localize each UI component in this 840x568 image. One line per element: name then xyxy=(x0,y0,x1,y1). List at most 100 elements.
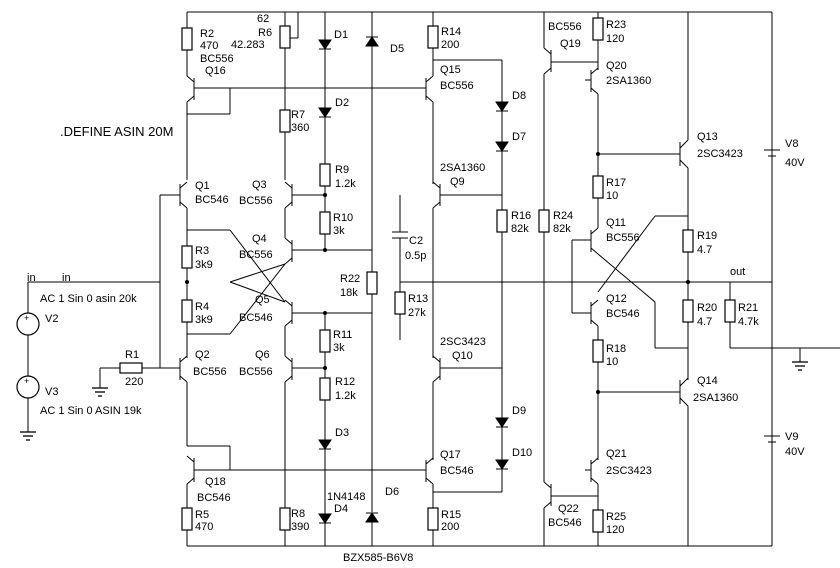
label-r4: R4 xyxy=(195,301,209,313)
label-r17: R17 xyxy=(606,177,626,189)
resistor-r9 xyxy=(319,163,331,187)
value-r25: 120 xyxy=(606,524,624,536)
label-r18: R18 xyxy=(606,343,626,355)
model-q9: 2SA1360 xyxy=(440,162,485,174)
value-r16: 82k xyxy=(511,223,529,235)
label-r7: R7 xyxy=(291,109,305,121)
zener-d6 xyxy=(365,512,379,523)
diode-d9 xyxy=(495,417,509,428)
resistor-r7 xyxy=(279,109,291,133)
label-d3: D3 xyxy=(335,427,349,439)
value-r10: 3k xyxy=(333,225,345,237)
value-r13: 27k xyxy=(408,307,426,319)
resistor-r3 xyxy=(181,245,193,269)
svg-text:+: + xyxy=(24,376,29,386)
label-q1: Q1 xyxy=(195,180,210,192)
resistor-r20 xyxy=(682,299,694,323)
resistor-r25 xyxy=(592,509,604,533)
label-r5: R5 xyxy=(195,509,209,521)
model-q15: BC556 xyxy=(440,80,474,92)
label-r15: R15 xyxy=(441,509,461,521)
label-q11: Q11 xyxy=(606,217,626,229)
resistor-r12 xyxy=(319,377,331,401)
value-r1: 220 xyxy=(125,376,143,388)
label-q4: Q4 xyxy=(252,233,267,245)
label-q17: Q17 xyxy=(440,449,461,461)
svg-text:+: + xyxy=(24,313,29,323)
label-r12: R12 xyxy=(335,376,355,388)
label-r21: R21 xyxy=(738,302,758,314)
net-out: out xyxy=(730,266,745,278)
label-q20: Q20 xyxy=(606,60,627,72)
diode-d2 xyxy=(318,107,332,118)
label-v3: V3 xyxy=(45,386,58,398)
label-r11: R11 xyxy=(333,329,352,341)
zener-model-label: BZX585-B6V8 xyxy=(343,552,413,564)
resistor-r8 xyxy=(279,507,291,531)
label-v2: V2 xyxy=(45,313,58,325)
resistor-r2 xyxy=(181,27,193,51)
value-c2: 0.5p xyxy=(405,250,426,262)
label-r10: R10 xyxy=(333,212,353,224)
net-in-left: in xyxy=(27,272,36,284)
label-q15: Q15 xyxy=(440,64,461,76)
label-r6: R6 xyxy=(258,27,272,39)
label-q5: Q5 xyxy=(255,294,270,306)
value-r20: 4.7 xyxy=(697,316,712,328)
value-r12: 1.2k xyxy=(335,390,356,402)
value-r7: 360 xyxy=(291,122,309,134)
value-r18: 10 xyxy=(606,356,618,368)
model-q13: 2SC3423 xyxy=(697,148,743,160)
resistor-r19 xyxy=(682,229,694,253)
model-q10: 2SC3423 xyxy=(440,336,486,348)
value-r2: 470 xyxy=(200,40,218,52)
label-r22: R22 xyxy=(340,273,360,285)
label-d7: D7 xyxy=(512,131,526,143)
resistor-r16 xyxy=(496,209,508,233)
model-q3: BC556 xyxy=(239,195,273,207)
value-r15: 200 xyxy=(441,521,459,533)
rail-wires xyxy=(187,11,773,547)
label-q18: Q18 xyxy=(205,476,226,488)
value-v8: 40V xyxy=(785,157,805,169)
model-q20: 2SA1360 xyxy=(606,75,651,87)
spice-directive: .DEFINE ASIN 20M xyxy=(60,124,173,139)
model-q4: BC556 xyxy=(239,249,273,261)
model-q6: BC556 xyxy=(239,366,273,378)
diode-d7 xyxy=(495,141,509,152)
label-d4: D4 xyxy=(334,503,348,515)
value-v3: AC 1 Sin 0 ASIN 19k xyxy=(40,405,142,417)
resistor-r18 xyxy=(592,339,604,363)
label-d10: D10 xyxy=(512,447,532,459)
model-q16-line: BC556 xyxy=(200,53,234,65)
resistor-r10 xyxy=(319,211,331,235)
bias-network xyxy=(187,12,379,546)
extra-r6: 62 xyxy=(257,13,269,25)
input-section: + + xyxy=(16,281,165,441)
label-q9: Q9 xyxy=(450,176,465,188)
net-in-mid: in xyxy=(62,272,71,284)
label-v9: V9 xyxy=(785,431,798,443)
value-r14: 200 xyxy=(441,39,459,51)
label-r3: R3 xyxy=(195,245,209,257)
label-c2: C2 xyxy=(409,235,423,247)
value-v9: 40V xyxy=(785,446,805,458)
value-r9: 1.2k xyxy=(335,178,356,190)
model-q17: BC546 xyxy=(440,465,474,477)
model-q11: BC556 xyxy=(606,232,640,244)
label-r24: R24 xyxy=(553,210,573,222)
label-q19: Q19 xyxy=(560,38,581,50)
model-q5: BC546 xyxy=(239,312,273,324)
value-r4: 3k9 xyxy=(195,314,213,326)
value-r3: 3k9 xyxy=(195,259,213,271)
model-q22: BC546 xyxy=(548,517,582,529)
label-r16: R16 xyxy=(511,210,531,222)
resistor-r21 xyxy=(724,299,736,323)
model-q1: BC546 xyxy=(195,194,229,206)
label-r14: R14 xyxy=(441,26,461,38)
label-r20: R20 xyxy=(697,302,717,314)
label-r19: R19 xyxy=(697,230,717,242)
potentiometer-r6 xyxy=(279,25,291,49)
value-r8: 390 xyxy=(291,521,309,533)
label-d8: D8 xyxy=(512,90,526,102)
